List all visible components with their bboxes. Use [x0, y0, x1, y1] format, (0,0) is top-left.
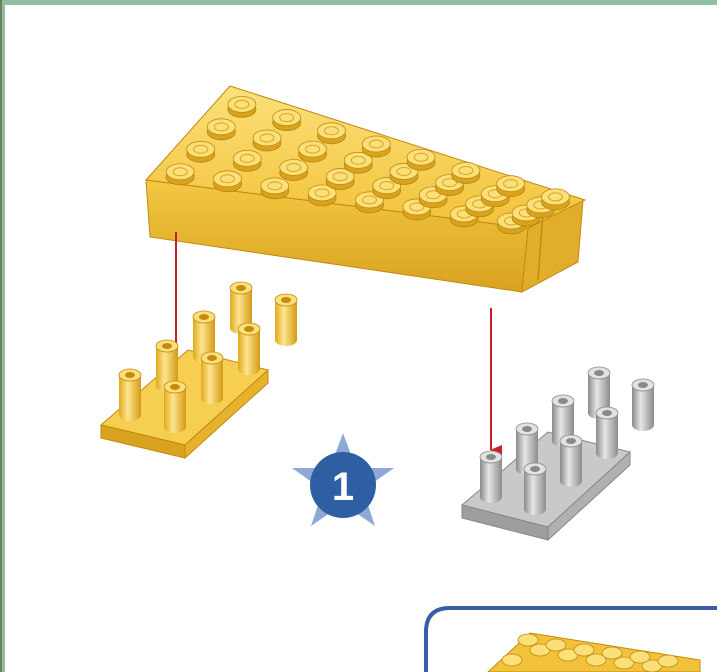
- stud: [406, 148, 436, 171]
- peg: [163, 380, 187, 433]
- gray-pegs: [479, 366, 655, 515]
- peg: [479, 450, 503, 503]
- large-yellow-brick: [144, 85, 587, 293]
- stud: [361, 135, 391, 158]
- small-yellow-peg-plate: [99, 281, 298, 460]
- stud: [545, 638, 567, 652]
- peg: [200, 351, 224, 404]
- stud: [517, 633, 539, 647]
- stud: [657, 654, 679, 668]
- peg: [237, 322, 261, 375]
- stud: [232, 149, 262, 172]
- stud: [343, 151, 373, 174]
- brick-studs: [165, 95, 570, 235]
- step-circle: [310, 452, 376, 518]
- stud: [186, 140, 216, 163]
- stud: [307, 184, 337, 207]
- stud: [541, 188, 570, 211]
- stud: [601, 646, 623, 660]
- inset-brick-studs: [487, 632, 701, 672]
- peg: [595, 406, 619, 459]
- stud: [213, 170, 242, 193]
- stud: [206, 118, 236, 141]
- step-number: 1: [332, 465, 354, 509]
- peg: [559, 434, 583, 487]
- step-badge: 1: [292, 433, 394, 526]
- stud: [272, 109, 302, 131]
- stud: [165, 163, 195, 186]
- peg: [118, 368, 142, 421]
- stud: [585, 653, 607, 667]
- small-gray-peg-plate: [460, 366, 655, 542]
- peg: [274, 293, 298, 346]
- stud: [279, 159, 309, 181]
- stud: [325, 168, 355, 190]
- inset-preview: [424, 606, 717, 672]
- stud: [260, 177, 290, 200]
- stud: [252, 129, 282, 152]
- page-edge: [0, 0, 2, 672]
- stud: [501, 653, 523, 667]
- stud: [227, 95, 257, 118]
- stud: [613, 656, 635, 670]
- stud: [298, 140, 328, 163]
- stud: [317, 122, 346, 145]
- stud: [496, 175, 526, 198]
- stud: [451, 162, 481, 184]
- stud: [629, 650, 651, 664]
- yellow-pegs: [118, 281, 298, 433]
- stud: [573, 643, 595, 657]
- peg: [523, 462, 547, 515]
- peg: [631, 378, 655, 431]
